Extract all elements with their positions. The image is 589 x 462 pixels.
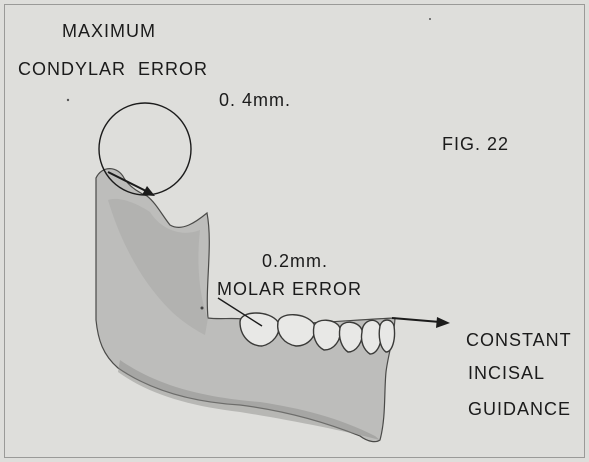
condylar-error-value: 0. 4mm. [219, 91, 291, 109]
tooth-incisor [379, 320, 394, 352]
tooth-canine [361, 320, 381, 354]
incisal-guidance-line3: GUIDANCE [468, 400, 571, 418]
speck [429, 18, 431, 20]
condylar-error-title-line2: CONDYLAR ERROR [18, 60, 208, 78]
speck [201, 307, 204, 310]
molar-error-label: MOLAR ERROR [217, 280, 362, 298]
incisal-guidance-line2: INCISAL [468, 364, 545, 382]
speck [67, 99, 69, 101]
molar-error-value: 0.2mm. [262, 252, 328, 270]
figure-number: FIG. 22 [442, 135, 509, 153]
condyle-arc-circle [99, 103, 191, 195]
condylar-error-title-line1: MAXIMUM [62, 22, 156, 40]
incisal-guidance-line1: CONSTANT [466, 331, 572, 349]
incisal-arrow [392, 317, 450, 328]
